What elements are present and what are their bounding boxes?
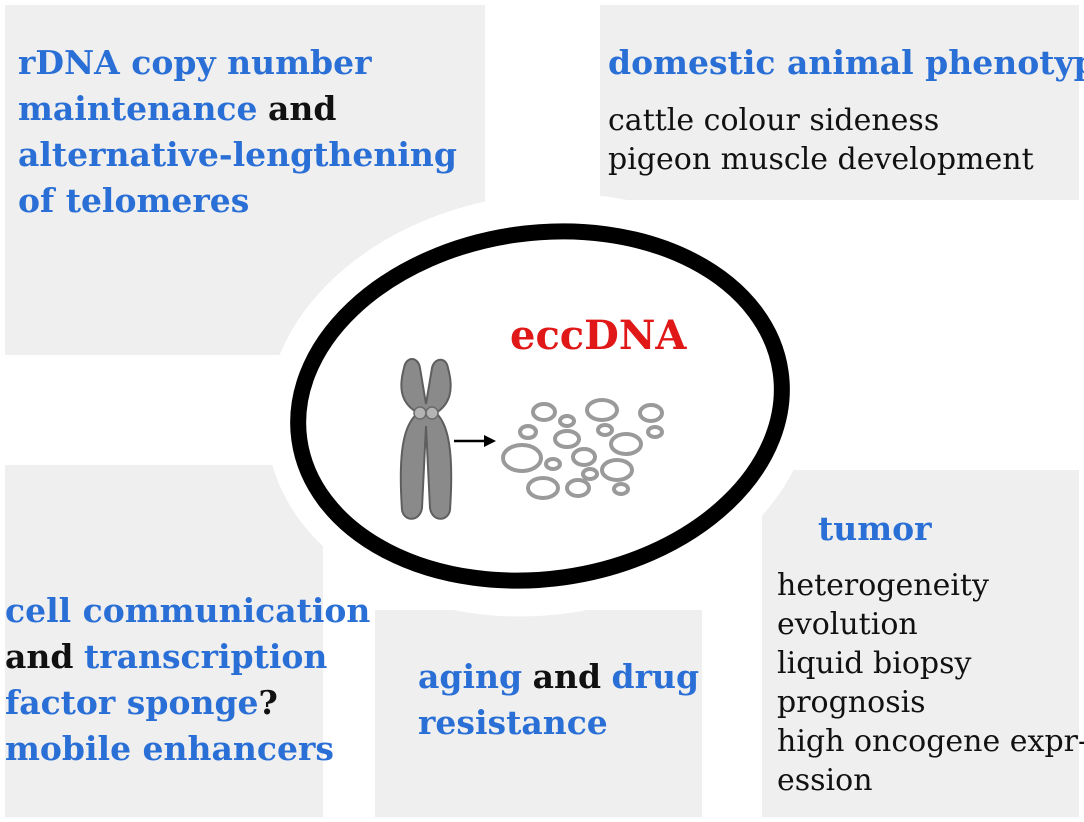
panel-aging <box>375 610 702 817</box>
tumor-item: high oncogene expr- <box>777 724 1084 759</box>
ecc-circle <box>638 403 664 423</box>
panel-tumor <box>762 470 1079 817</box>
tumor-items: heterogeneity evolution liquid biopsy pr… <box>777 566 1084 800</box>
aging-line1a: aging <box>418 657 523 696</box>
tumor-item: prognosis <box>777 685 926 720</box>
ecc-circle <box>544 457 562 471</box>
domestic-item: pigeon muscle development <box>608 142 1034 177</box>
ecc-circle <box>609 432 643 456</box>
cell-line3a: factor sponge <box>5 683 259 722</box>
ecc-circle <box>646 425 664 439</box>
panel-domestic <box>600 5 1079 200</box>
cell-line2b: transcription <box>83 637 328 676</box>
domestic-items: cattle colour sideness pigeon muscle dev… <box>608 101 1034 179</box>
rdna-line2b: and <box>268 89 337 128</box>
domestic-title: domestic animal phenotypes <box>608 40 1084 86</box>
aging-text: aging and drug resistance <box>418 654 699 746</box>
ecc-circle <box>526 476 560 500</box>
ecc-circle <box>596 423 614 437</box>
cell-line4: mobile enhancers <box>5 729 334 768</box>
ecc-circle <box>612 482 630 496</box>
rdna-line1: rDNA copy number <box>18 43 372 82</box>
aging-line2: resistance <box>418 703 608 742</box>
ecc-circle <box>558 414 576 428</box>
tumor-item: ession <box>777 763 873 798</box>
cell-text: cell communication and transcription fac… <box>5 588 370 772</box>
eccdna-circles-icon <box>501 398 664 500</box>
ecc-circle <box>518 424 538 440</box>
cell-line2a: and <box>5 637 74 676</box>
tumor-title-text: tumor <box>818 509 932 548</box>
ecc-circle <box>581 467 599 481</box>
domestic-title-text: domestic animal phenotypes <box>608 43 1084 82</box>
ecc-circle <box>585 398 619 422</box>
ecc-circle <box>553 429 581 449</box>
rdna-line4: of telomeres <box>18 181 250 220</box>
aging-line1b: and <box>532 657 602 696</box>
rdna-line2a: maintenance <box>18 89 258 128</box>
domestic-item: cattle colour sideness <box>608 103 940 138</box>
rdna-line3: alternative-lengthening <box>18 135 457 174</box>
tumor-title: tumor <box>818 506 932 552</box>
ecc-circle <box>600 458 634 482</box>
cell-line1: cell communication <box>5 591 371 630</box>
eccdna-title: eccDNA <box>510 312 687 359</box>
ecc-circle <box>501 443 543 473</box>
panel-cell <box>5 465 323 817</box>
ecc-circle <box>571 447 597 467</box>
cell-line3b: ? <box>258 683 278 722</box>
tumor-item: heterogeneity <box>777 568 989 603</box>
ecc-circle <box>565 478 591 498</box>
ecc-circle <box>531 402 557 422</box>
aging-line1c: drug <box>611 657 700 696</box>
tumor-item: evolution <box>777 607 918 642</box>
rdna-text: rDNA copy number maintenance and alterna… <box>18 40 457 224</box>
tumor-item: liquid biopsy <box>777 646 972 681</box>
arrow-right-icon <box>454 435 496 447</box>
chromosome-icon <box>399 358 453 520</box>
